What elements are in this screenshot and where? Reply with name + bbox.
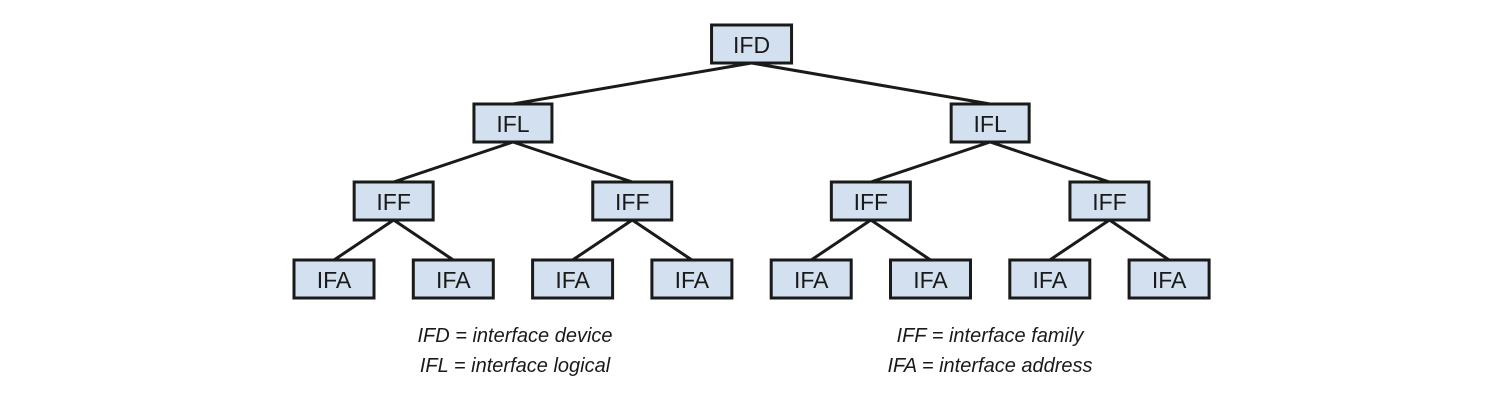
node-label: IFA <box>1033 267 1068 293</box>
node-box <box>1008 258 1092 300</box>
node-ifl-root-1: IFL <box>472 102 554 144</box>
node-box <box>949 102 1031 144</box>
node-label: IFA <box>436 267 471 293</box>
edge-root-1-to-root-1-2 <box>512 140 633 184</box>
node-box <box>829 180 912 222</box>
node-box <box>472 102 554 144</box>
node-label: IFF <box>1092 189 1127 215</box>
node-ifd-root: IFD <box>710 23 794 65</box>
node-label: IFA <box>317 267 352 293</box>
tree-edges <box>333 61 1170 262</box>
node-ifa-root-2-1-2: IFA <box>889 258 972 300</box>
node-ifa-root-1-1-2: IFA <box>411 258 495 300</box>
legend-entry-ifa: IFA = interface address <box>887 355 1093 377</box>
node-box <box>591 180 674 222</box>
node-label: IFA <box>1152 267 1187 293</box>
edge-root-to-root-1 <box>512 61 752 106</box>
node-box <box>650 258 734 300</box>
node-label: IFA <box>675 267 710 293</box>
legend-right: IFF = interface family IFA = interface a… <box>870 321 1110 381</box>
edge-root-1-to-root-1-1 <box>393 140 514 184</box>
node-iff-root-2-1: IFF <box>829 180 912 222</box>
node-label: IFD <box>733 32 770 58</box>
node-iff-root-2-2: IFF <box>1068 180 1151 222</box>
node-box <box>352 180 435 222</box>
node-label: IFA <box>913 267 948 293</box>
node-label: IFA <box>555 267 590 293</box>
node-box <box>411 258 495 300</box>
node-iff-root-1-1: IFF <box>352 180 435 222</box>
node-box <box>292 258 376 300</box>
node-ifa-root-2-2-2: IFA <box>1127 258 1211 300</box>
node-box <box>769 258 853 300</box>
tree-nodes: IFD IFL IFF IFA IFA IFF IFA IFA IFL IFF IFA IFA IFF I… <box>292 23 1211 300</box>
edge-root-2-to-root-2-2 <box>989 140 1110 184</box>
node-ifa-root-1-2-1: IFA <box>531 258 615 300</box>
legend-entry-iff: IFF = interface family <box>896 325 1084 347</box>
node-ifa-root-2-2-1: IFA <box>1008 258 1092 300</box>
node-ifa-root-1-2-2: IFA <box>650 258 734 300</box>
node-label: IFF <box>615 189 650 215</box>
node-ifa-root-2-1-1: IFA <box>769 258 853 300</box>
edge-root-1-1-to-root-1-1-1 <box>333 218 395 262</box>
edge-root-2-to-root-2-1 <box>870 140 991 184</box>
edge-root-2-1-to-root-2-1-2 <box>870 218 932 262</box>
edge-root-2-2-to-root-2-2-1 <box>1048 218 1111 262</box>
node-ifa-root-1-1-1: IFA <box>292 258 376 300</box>
node-ifl-root-2: IFL <box>949 102 1031 144</box>
node-label: IFF <box>854 189 889 215</box>
node-label: IFL <box>974 111 1007 137</box>
edge-root-2-2-to-root-2-2-2 <box>1108 218 1170 262</box>
node-box <box>1068 180 1151 222</box>
node-label: IFF <box>376 189 411 215</box>
edge-root-1-2-to-root-1-2-1 <box>571 218 634 262</box>
node-box <box>710 23 794 65</box>
legend-entry-ifl: IFL = interface logical <box>419 355 611 377</box>
edge-root-1-2-to-root-1-2-2 <box>631 218 693 262</box>
edge-root-1-1-to-root-1-1-2 <box>392 218 455 262</box>
legend-entry-ifd: IFD = interface device <box>417 325 613 347</box>
node-label: IFL <box>496 111 529 137</box>
node-label: IFA <box>794 267 829 293</box>
edge-root-2-1-to-root-2-1-1 <box>810 218 872 262</box>
legend-left: IFD = interface device IFL = interface l… <box>400 321 630 381</box>
node-box <box>1127 258 1211 300</box>
node-box <box>889 258 972 300</box>
node-box <box>531 258 615 300</box>
node-iff-root-1-2: IFF <box>591 180 674 222</box>
edge-root-to-root-2 <box>751 61 991 106</box>
